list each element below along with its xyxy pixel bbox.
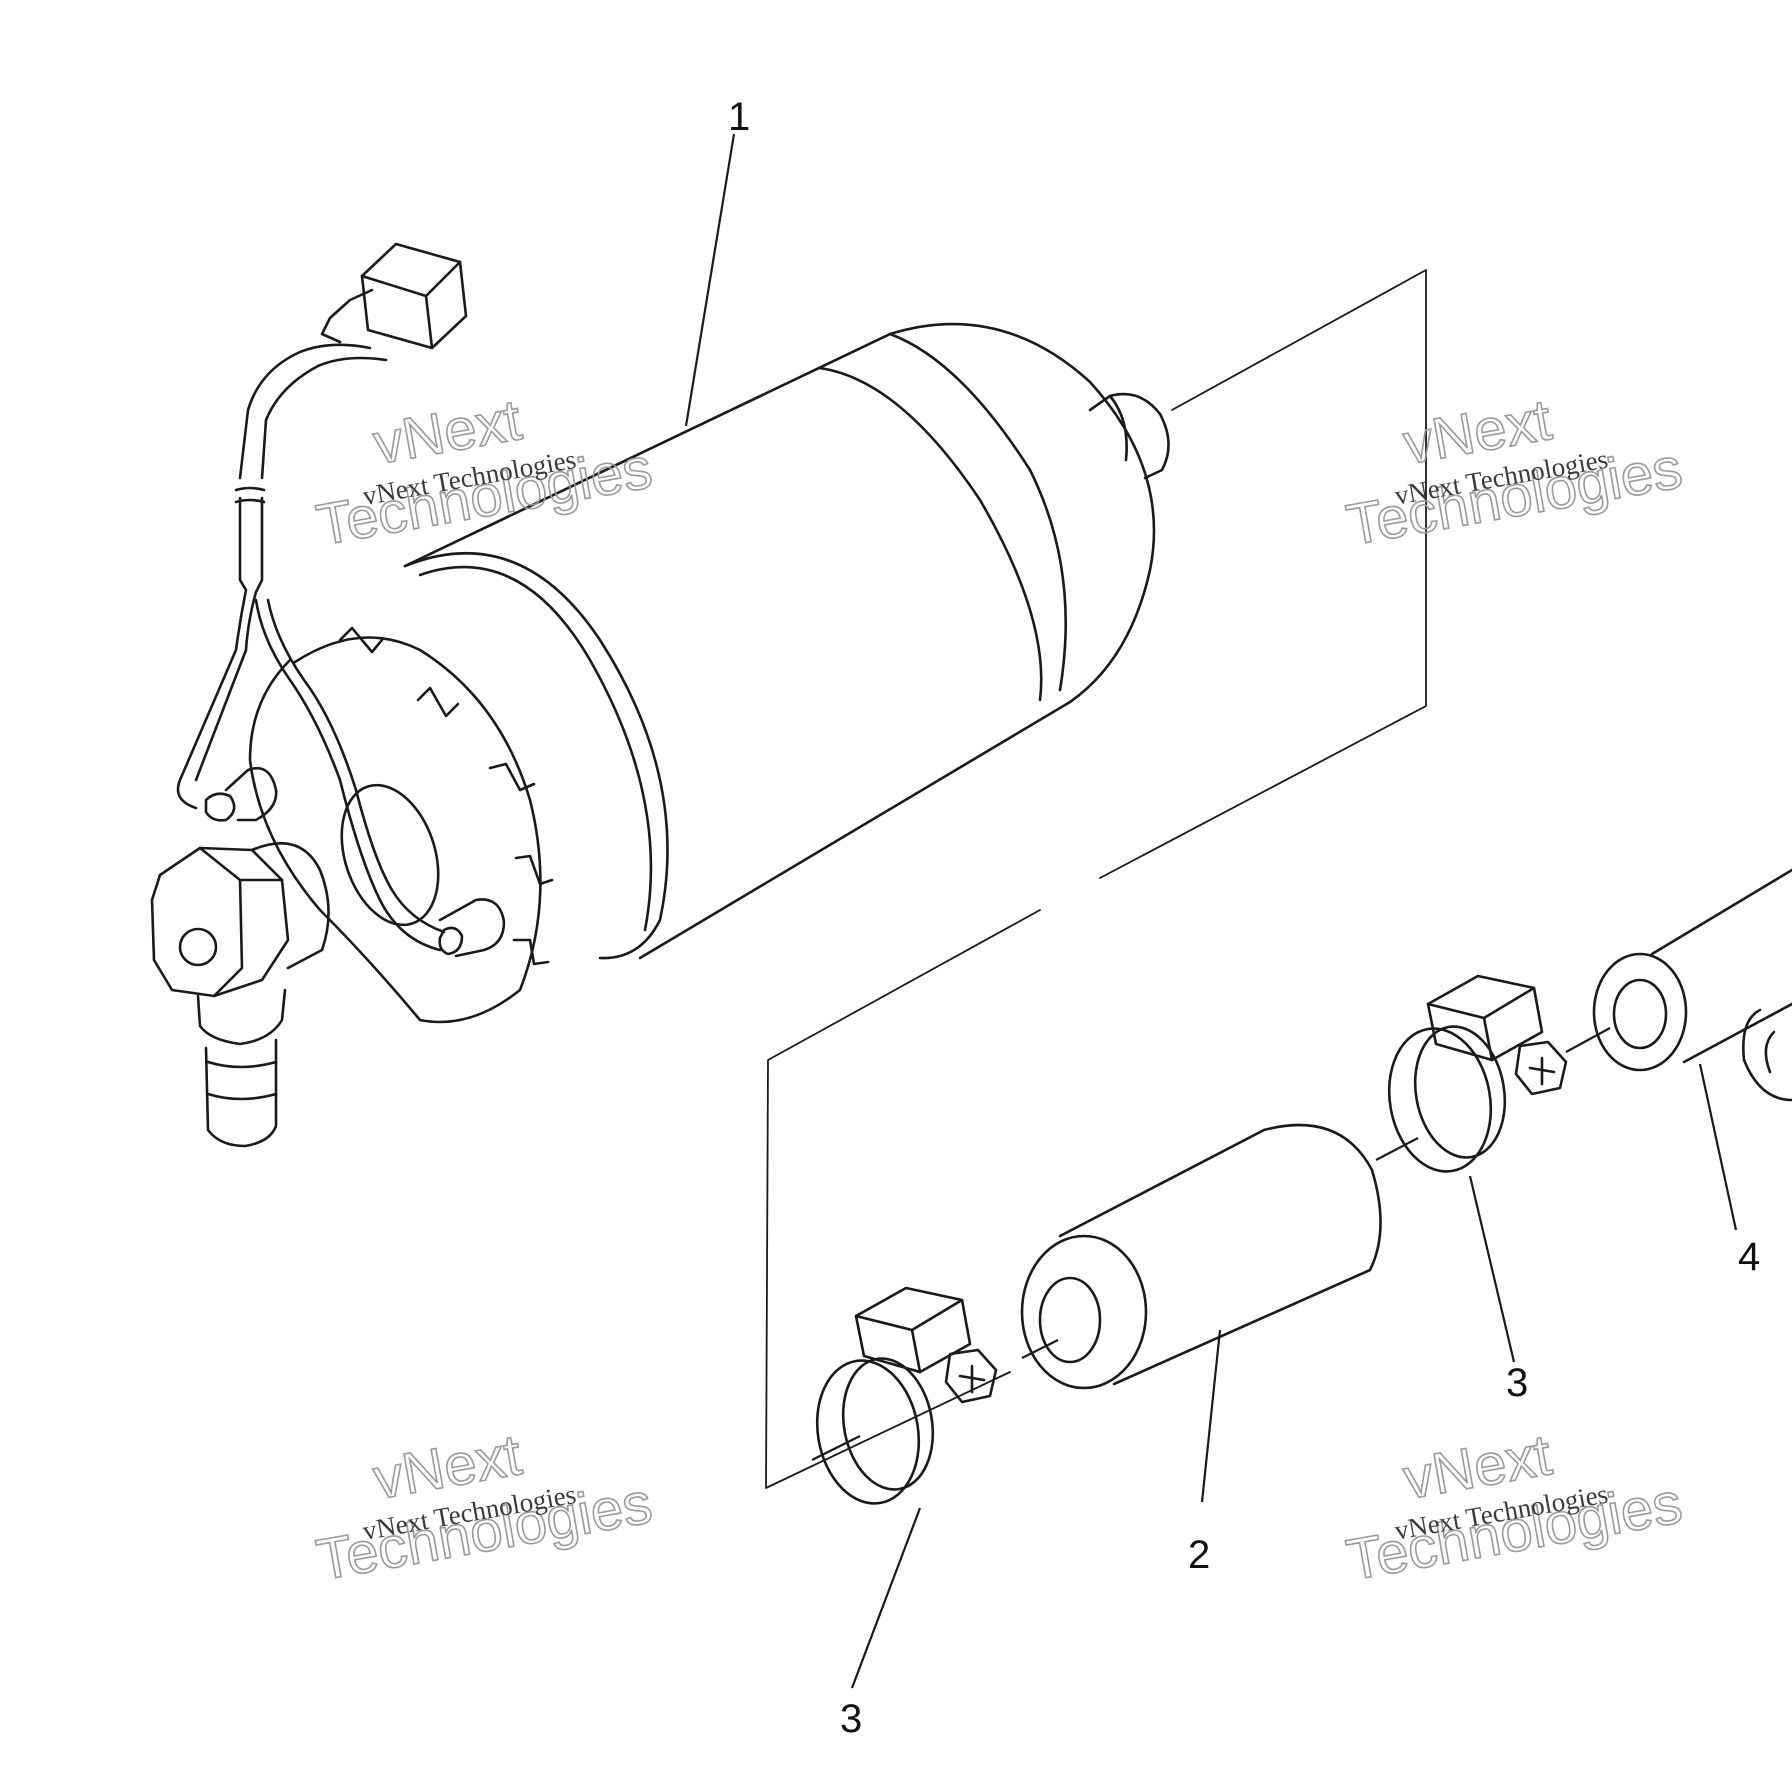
- callout-4: 4: [1738, 1235, 1760, 1279]
- watermark-top-right: vNext Technologies vNext Technologies: [1341, 386, 1687, 558]
- hose: [1020, 1123, 1382, 1390]
- watermark-top-left: vNext Technologies vNext Technologies: [311, 386, 657, 558]
- callout-1: 1: [728, 95, 750, 139]
- callout-labels: 1 2 3 3 4: [728, 95, 1760, 1741]
- mounting-plane: [765, 269, 1427, 1489]
- hose-clamp-right: [1387, 974, 1568, 1173]
- fuel-pump-body: [150, 242, 1170, 1148]
- callout-2: 2: [1188, 1533, 1210, 1577]
- hose-clamp-left: [815, 1286, 998, 1505]
- leader-lines: [684, 133, 1738, 1689]
- pipe: [1592, 868, 1792, 1102]
- watermark-bottom-right: vNext Technologies vNext Technologies: [1341, 1421, 1687, 1593]
- callout-3-left: 3: [840, 1697, 862, 1741]
- watermark-bottom-left: vNext Technologies vNext Technologies: [311, 1421, 657, 1593]
- callout-3-right: 3: [1506, 1361, 1528, 1405]
